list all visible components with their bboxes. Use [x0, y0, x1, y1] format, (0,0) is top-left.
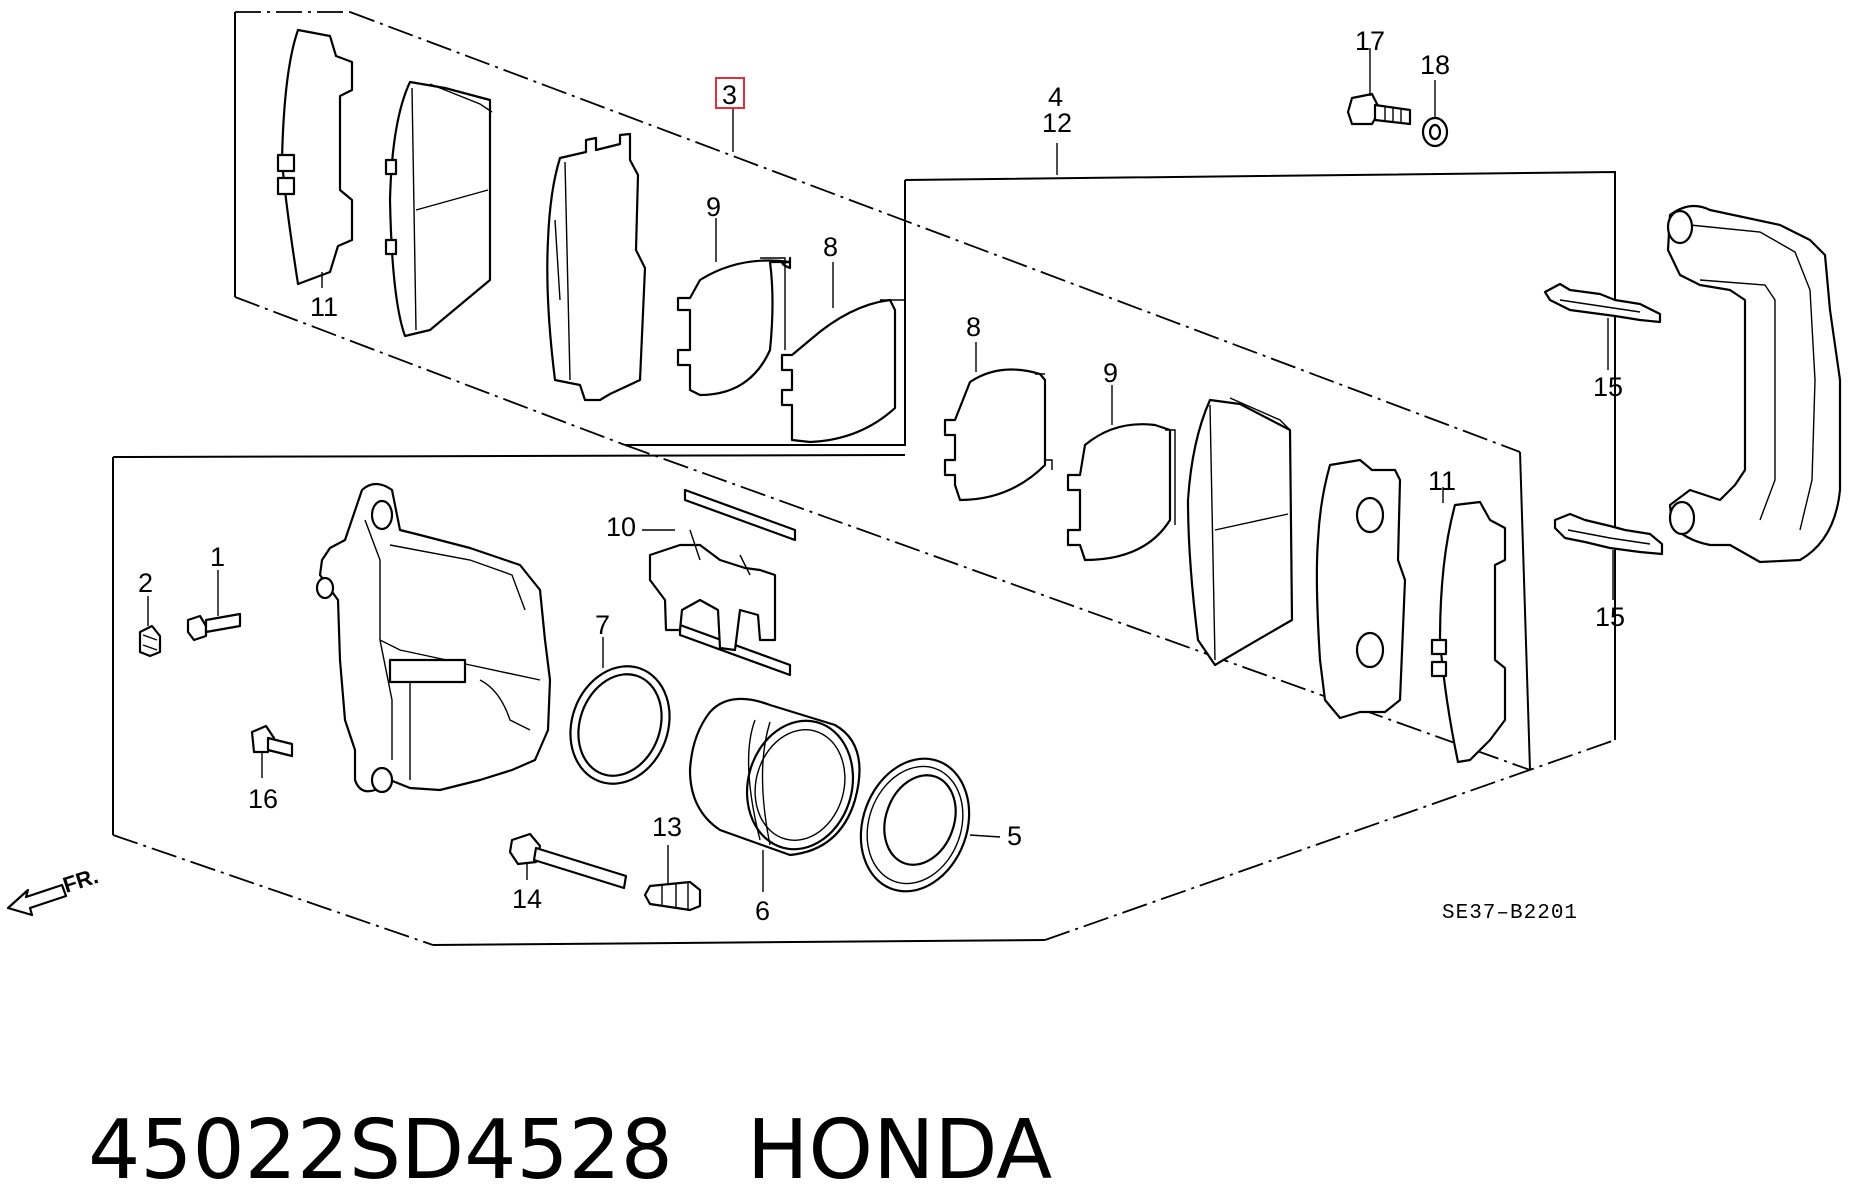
pad-retainer-clip-15-lower[interactable] [1553, 512, 1664, 556]
callout-15-upper: 15 [1593, 372, 1623, 402]
pin-boot-13[interactable] [643, 880, 702, 912]
washer-18[interactable] [1421, 116, 1449, 148]
callout-11-upper: 11 [310, 292, 338, 322]
pad-retainer-clip-15-upper[interactable] [1543, 282, 1662, 324]
caliper-body-box [112, 180, 1616, 946]
callout-15-lower: 15 [1595, 602, 1625, 632]
piston-6[interactable] [688, 697, 867, 861]
callout-1: 1 [210, 542, 225, 572]
callout-14: 14 [512, 884, 542, 914]
brake-caliper-exploded-diagram: FR. 3 4 12 17 18 11 9 8 8 9 [6, 11, 1842, 946]
callout-12: 12 [1042, 108, 1072, 138]
callout-5: 5 [1007, 821, 1022, 851]
shim-outer-11-lower[interactable] [1430, 500, 1507, 764]
brake-pad-inner-lower[interactable] [1315, 458, 1407, 720]
caliper-body[interactable] [315, 482, 552, 794]
callout-16: 16 [248, 784, 278, 814]
piston-seal-7[interactable] [554, 652, 685, 798]
leader-lines [147, 48, 1614, 892]
brake-pad-outer-upper[interactable] [384, 80, 493, 338]
callout-11-lower: 11 [1428, 466, 1456, 496]
front-label: FR. [60, 863, 101, 898]
pad-set-box-lower [624, 170, 1616, 771]
guide-pin-14[interactable] [508, 832, 628, 890]
bolt-17[interactable] [1346, 92, 1412, 126]
callout-labels: 3 4 12 17 18 11 9 8 8 9 11 15 15 1 2 16 … [138, 26, 1625, 926]
callout-9-lower: 9 [1103, 358, 1118, 388]
brake-pad-inner-upper[interactable] [546, 132, 647, 402]
callout-8-lower: 8 [966, 312, 981, 342]
callout-6: 6 [755, 896, 770, 926]
part-number: 45022SD4528 [88, 1103, 673, 1198]
callout-8-upper: 8 [823, 232, 838, 262]
callout-9-upper: 9 [706, 192, 721, 222]
callout-3: 3 [722, 80, 737, 110]
brake-pad-outer-lower[interactable] [1186, 397, 1294, 667]
callout-2: 2 [138, 568, 153, 598]
highlighted-part-box [715, 77, 745, 109]
bleeder-cap-2[interactable] [138, 624, 162, 658]
part-caption: 45022SD4528 HONDA [36, 1008, 1052, 1198]
shim-outer-11-upper[interactable] [276, 28, 354, 286]
shim-8-upper[interactable] [780, 298, 906, 444]
bleeder-screw-1[interactable] [186, 612, 242, 642]
caliper-bracket[interactable] [1666, 204, 1842, 564]
pad-retainer-spring-10[interactable] [648, 488, 797, 677]
callout-18: 18 [1420, 50, 1450, 80]
callout-4: 4 [1048, 82, 1063, 112]
dust-boot-5[interactable] [843, 743, 987, 906]
shim-9-lower[interactable] [1066, 423, 1176, 562]
diagram-reference-code: SE37–B2201 [1442, 902, 1578, 925]
pad-set-box-upper [234, 11, 1521, 453]
front-direction-arrow: FR. [6, 863, 101, 917]
callout-7: 7 [595, 610, 610, 640]
shim-9-upper[interactable] [676, 256, 792, 397]
brand-name: HONDA [746, 1103, 1053, 1198]
callout-10: 10 [606, 512, 636, 542]
callout-17: 17 [1355, 26, 1385, 56]
bolt-16[interactable] [250, 724, 294, 758]
callout-13: 13 [652, 812, 682, 842]
shim-8-lower[interactable] [943, 368, 1053, 502]
